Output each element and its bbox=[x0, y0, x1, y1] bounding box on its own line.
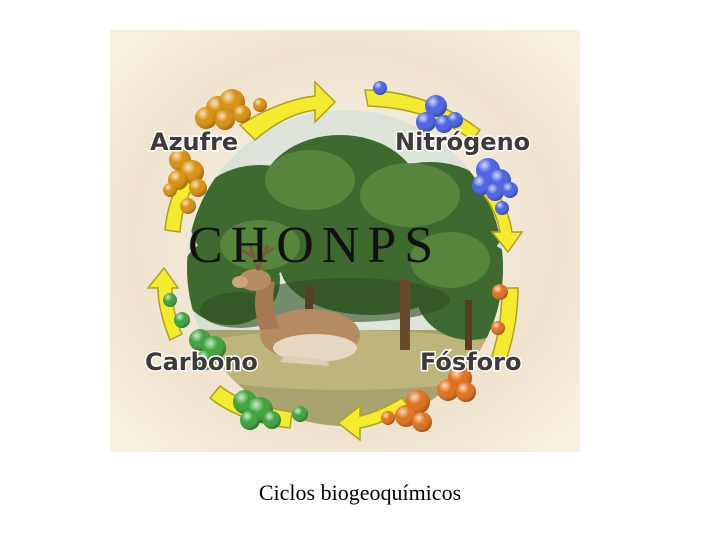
molecule-ball-shading bbox=[292, 406, 308, 422]
molecule-ball-shading bbox=[502, 182, 518, 198]
cycle-diagram: Azufre Nitrógeno Carbono Fósforo bbox=[110, 30, 580, 452]
molecule-ball-shading bbox=[412, 412, 432, 432]
molecule-ball-shading bbox=[189, 179, 207, 197]
carbon-molecules bbox=[163, 293, 308, 430]
molecule-ball-shading bbox=[486, 183, 504, 201]
molecule-ball-shading bbox=[253, 98, 267, 112]
label-carbon: Carbono bbox=[145, 348, 258, 376]
molecule-ball-shading bbox=[491, 321, 505, 335]
phosphorus-molecules bbox=[381, 284, 508, 432]
molecule-ball-shading bbox=[233, 105, 251, 123]
chonps-title: CHONPS bbox=[188, 217, 442, 274]
cycle-arrows bbox=[146, 80, 524, 442]
molecule-ball-shading bbox=[437, 379, 459, 401]
figure-caption: Ciclos biogeoquímicos bbox=[258, 480, 462, 505]
molecule-ball-shading bbox=[263, 411, 281, 429]
molecule-ball-shading bbox=[456, 382, 476, 402]
molecule-ball-shading bbox=[163, 293, 177, 307]
label-phosphorus: Fósforo bbox=[420, 348, 521, 376]
molecule-ball-shading bbox=[492, 284, 508, 300]
sulfur-molecules bbox=[163, 89, 267, 214]
label-nitrogen: Nitrógeno bbox=[395, 128, 530, 156]
molecule-ball-shading bbox=[395, 405, 417, 427]
label-sulfur: Azufre bbox=[150, 128, 238, 156]
arrow-top bbox=[238, 80, 337, 142]
molecule-ball-shading bbox=[416, 112, 436, 132]
arrow-right-lower bbox=[491, 287, 519, 361]
molecule-ball-shading bbox=[240, 410, 260, 430]
molecule-ball-shading bbox=[174, 312, 190, 328]
molecule-ball-shading bbox=[447, 112, 463, 128]
molecule-ball-shading bbox=[215, 110, 235, 130]
molecule-ball-shading bbox=[495, 201, 509, 215]
molecule-ball-shading bbox=[196, 350, 216, 370]
molecule-ball-shading bbox=[195, 107, 217, 129]
molecule-ball-shading bbox=[381, 411, 395, 425]
molecule-ball-shading bbox=[180, 198, 196, 214]
biogeochemical-cycles-figure: Azufre Nitrógeno Carbono Fósforo bbox=[110, 30, 580, 452]
molecule-ball-shading bbox=[163, 183, 177, 197]
nitrogen-molecules bbox=[373, 81, 518, 215]
molecule-ball-shading bbox=[425, 95, 447, 117]
oak-meadow-photo bbox=[187, 110, 503, 426]
deer-illustration bbox=[232, 244, 360, 366]
molecule-ball-shading bbox=[373, 81, 387, 95]
